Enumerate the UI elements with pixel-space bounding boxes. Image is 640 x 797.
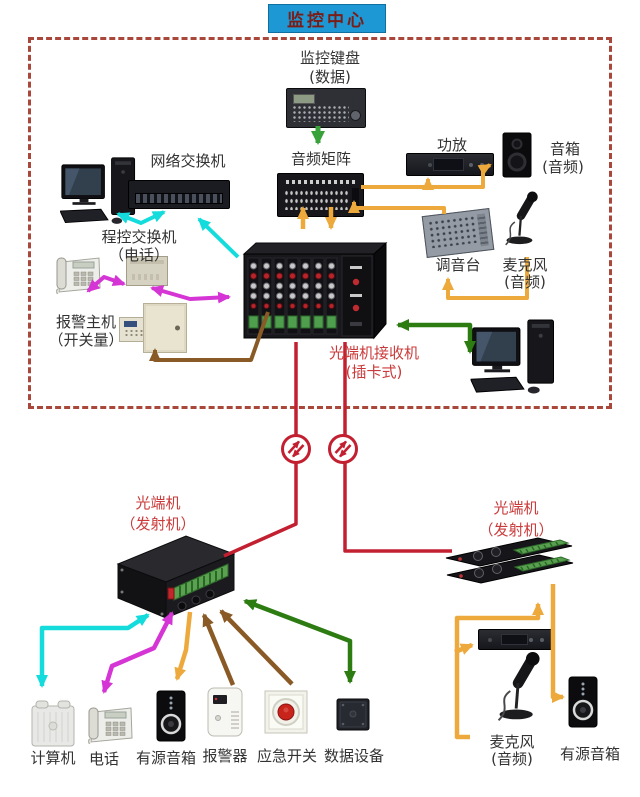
label-tx-left-sub: （发射机） <box>120 515 196 533</box>
tx-right-device <box>444 534 574 604</box>
telephone-bottom-device <box>88 704 134 748</box>
receiver-rack-device <box>232 238 388 346</box>
label-keyboard: 监控键盘 <box>299 49 360 67</box>
title-monitoring-center: 监控中心 <box>268 4 386 33</box>
network-switch-device <box>128 180 230 209</box>
data-device <box>336 696 370 736</box>
label-speaker-top: 音箱 <box>549 140 580 158</box>
speaker-bottom-device <box>156 690 186 746</box>
microphone-bottom-device <box>486 650 558 736</box>
speaker-bottom-right-device <box>568 676 598 732</box>
label-receiver-sub: (插卡式) <box>345 363 403 381</box>
label-pbx: 程控交换机 <box>101 228 177 246</box>
speaker-top-device <box>502 132 532 182</box>
fiber-break-icon <box>328 434 358 464</box>
label-audio-matrix: 音频矩阵 <box>290 150 351 168</box>
label-amplifier: 功放 <box>436 136 467 154</box>
keyboard-joystick <box>350 110 361 121</box>
fiber-break-icon <box>281 434 311 464</box>
microphone-top-device <box>490 190 558 258</box>
label-alarm-bottom: 报警器 <box>202 747 248 765</box>
tx-left-device <box>112 530 240 624</box>
matrix-knobs <box>284 189 349 210</box>
switch-ports <box>135 193 223 204</box>
label-phone-bottom: 电话 <box>88 750 119 768</box>
label-mic-top: 麦克风 <box>502 256 548 274</box>
line-tx-computer-bottom <box>36 613 150 688</box>
label-tx-left: 光端机 <box>135 494 181 512</box>
monitoring-center-boundary <box>28 37 612 409</box>
label-computer-bottom: 计算机 <box>30 749 76 767</box>
label-data-bottom: 数据设备 <box>323 747 384 765</box>
line-tx-phone-bottom <box>101 611 175 694</box>
monitoring-keyboard-device <box>286 88 366 128</box>
alarm-bottom-device <box>206 686 244 742</box>
label-tx-right-sub: （发射机） <box>478 521 554 539</box>
pbx-device <box>126 256 168 286</box>
amplifier-device <box>406 153 494 176</box>
label-speaker-bottom: 有源音箱 <box>135 749 196 767</box>
line-tx-data-device <box>243 598 356 684</box>
label-keyboard-sub: (数据) <box>309 68 351 86</box>
mixer-faders <box>476 213 489 247</box>
label-tx-right: 光端机 <box>493 499 539 517</box>
label-speaker-bottom-right: 有源音箱 <box>559 745 620 763</box>
audio-matrix-device <box>277 173 364 217</box>
label-network-switch: 网络交换机 <box>150 152 226 170</box>
em-switch-device <box>264 690 308 738</box>
matrix-side-panel <box>352 188 359 210</box>
alarm-keypad-keys <box>124 329 146 338</box>
label-speaker-top-sub: (音频) <box>542 158 584 176</box>
keyboard-keys <box>292 105 349 122</box>
keyboard-screen <box>293 94 315 104</box>
mixer-device <box>421 208 495 258</box>
mixer-knobs <box>427 214 479 249</box>
matrix-display <box>286 180 355 184</box>
alarm-host-box-device <box>143 303 187 353</box>
line-alarm-to-tx <box>201 613 236 686</box>
label-mic-bottom-sub: (音频) <box>491 750 533 768</box>
label-mixer: 调音台 <box>435 256 481 274</box>
line-branch-to-amp-bottom <box>454 642 474 655</box>
label-mic-top-sub: (音频) <box>504 273 546 291</box>
label-receiver: 光端机接收机 <box>328 344 419 362</box>
label-alarm-host-sub: （开关量） <box>48 331 124 349</box>
label-pbx-sub: （电话） <box>108 246 169 264</box>
alarm-keypad-screen <box>124 321 137 327</box>
computer-bottom-device <box>30 700 76 752</box>
amplifier-bottom-device <box>478 629 554 650</box>
label-mic-bottom: 麦克风 <box>489 733 535 751</box>
label-alarm-host: 报警主机 <box>55 313 116 331</box>
computer-right-device <box>470 318 560 401</box>
label-em-switch-bottom: 应急开关 <box>256 747 317 765</box>
